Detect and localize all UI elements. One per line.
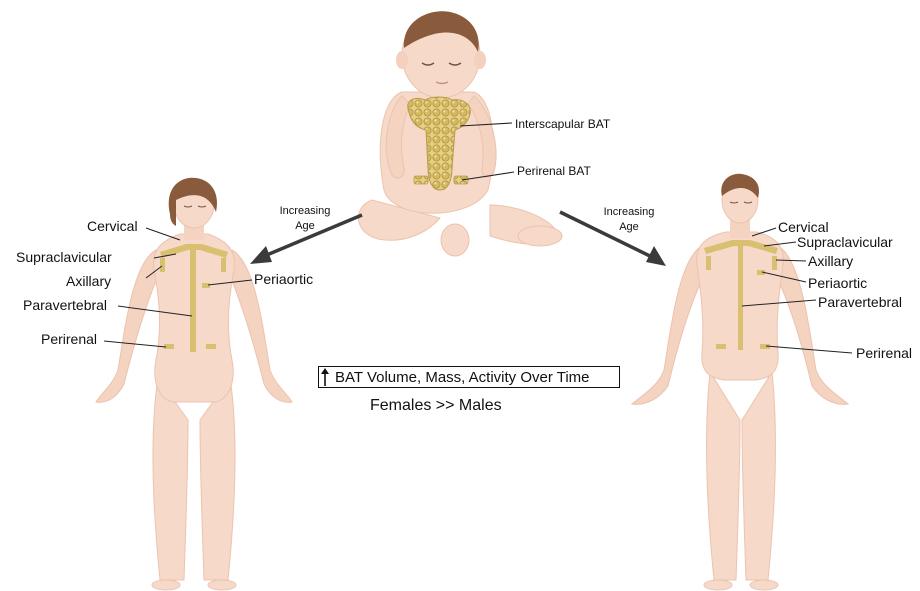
right-arrow-label-line2: Age <box>592 220 666 235</box>
female-paravertebral-bat <box>190 248 196 352</box>
male-label-cervical: Cervical <box>778 220 829 234</box>
infant-perirenal-bat-right <box>454 176 468 184</box>
male-axillary-bat-left <box>706 256 711 270</box>
right-arrow-label: Increasing Age <box>592 205 666 235</box>
summary-text: BAT Volume, Mass, Activity Over Time <box>335 369 590 386</box>
female-figure <box>96 178 292 590</box>
female-label-supraclavicular: Supraclavicular <box>16 250 112 264</box>
left-arrow-label: Increasing Age <box>268 204 342 234</box>
right-arrow-label-line1: Increasing <box>592 205 666 220</box>
male-label-paravertebral: Paravertebral <box>818 295 902 309</box>
infant-perirenal-bat-left <box>414 176 428 184</box>
female-axillary-bat-left <box>160 258 165 272</box>
male-perirenal-bat-left <box>716 344 726 349</box>
left-arrow-label-line1: Increasing <box>268 204 342 219</box>
comparison-text: Females >> Males <box>370 398 502 414</box>
female-label-cervical: Cervical <box>87 219 138 233</box>
label-perirenal-bat: Perirenal BAT <box>517 165 591 177</box>
female-label-axillary: Axillary <box>66 274 111 288</box>
female-label-periaortic: Periaortic <box>254 272 313 286</box>
infant-figure <box>358 11 562 256</box>
left-arrow-label-line2: Age <box>268 219 342 234</box>
female-perirenal-bat-right <box>206 344 216 349</box>
female-axillary-bat-right <box>221 258 226 272</box>
right-arrow-head <box>646 246 666 266</box>
left-arrow-head <box>250 246 272 264</box>
label-interscapular-bat: Interscapular BAT <box>515 118 610 130</box>
male-label-axillary: Axillary <box>808 254 853 268</box>
female-label-paravertebral: Paravertebral <box>23 298 107 312</box>
male-paravertebral-bat <box>738 246 743 350</box>
male-label-periaortic: Periaortic <box>808 276 867 290</box>
summary-box: BAT Volume, Mass, Activity Over Time <box>318 366 620 388</box>
male-label-supraclavicular: Supraclavicular <box>797 235 893 249</box>
male-label-perirenal: Perirenal <box>856 346 912 360</box>
male-axillary-bat-right <box>772 256 777 270</box>
female-periaortic-bat <box>202 283 210 288</box>
female-label-perirenal: Perirenal <box>41 332 97 346</box>
